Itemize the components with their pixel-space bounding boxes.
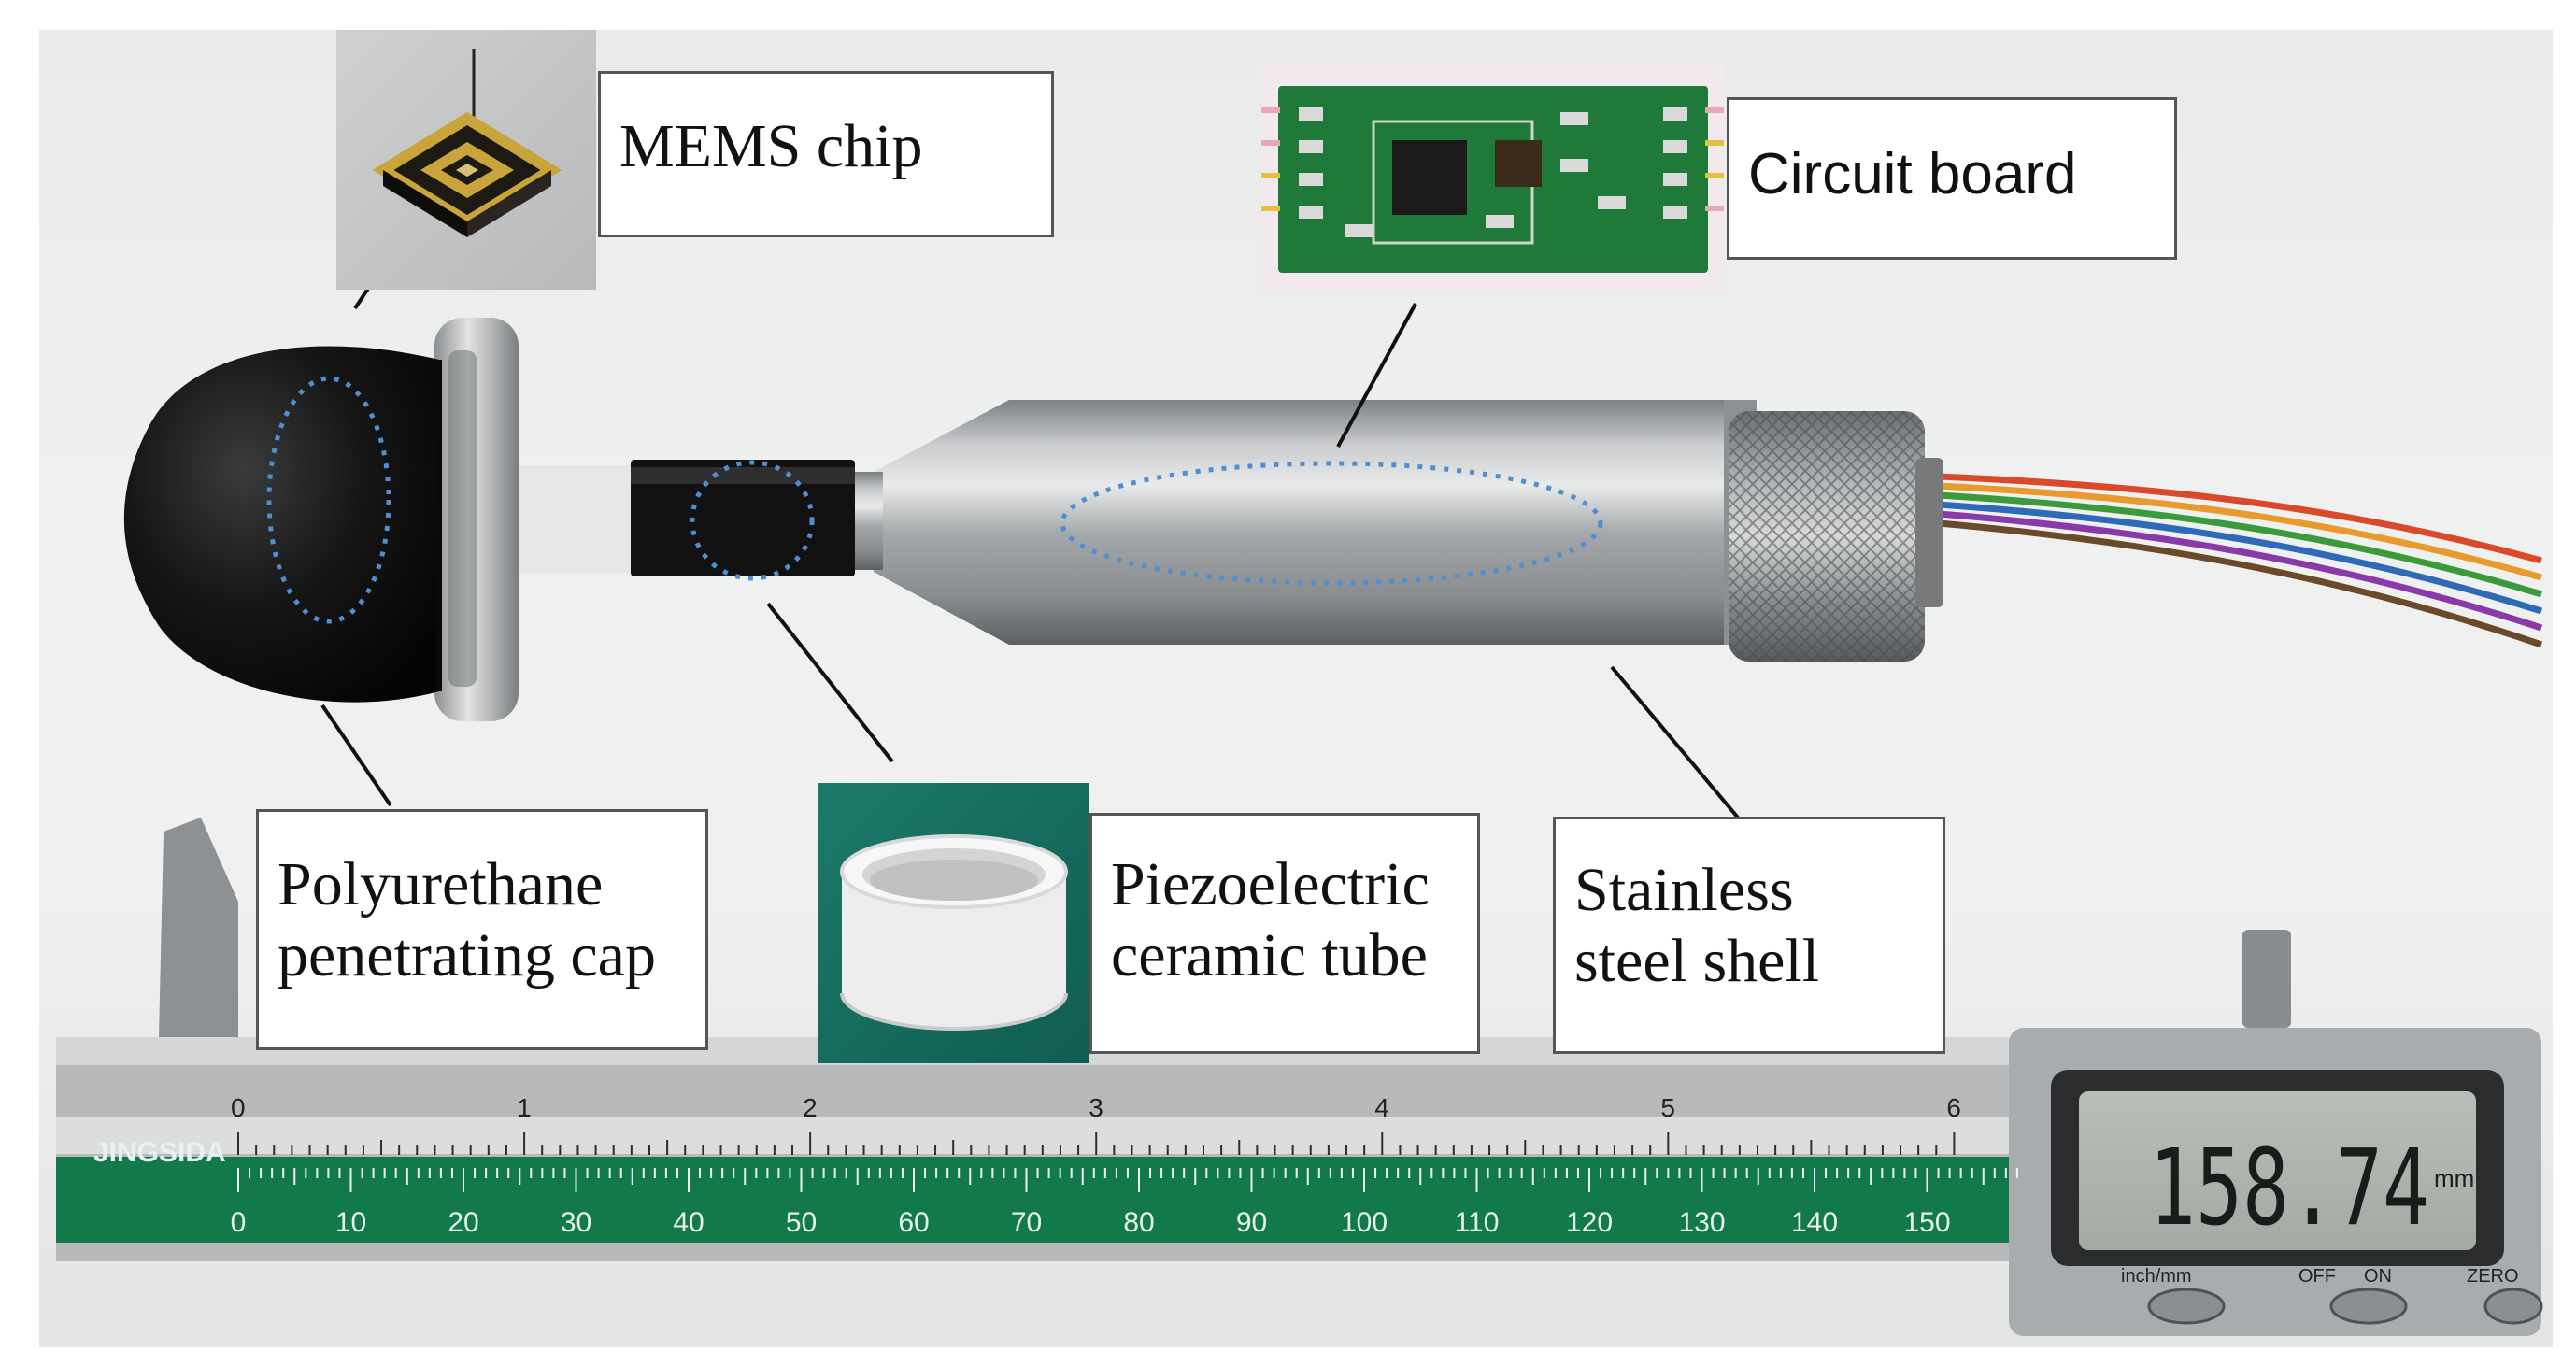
- caliper-button-label: OFF: [2298, 1266, 2336, 1287]
- mems-chip-label: MEMS chip: [598, 71, 1054, 237]
- inch-label: 2: [803, 1093, 818, 1122]
- dotted-highlights: [266, 376, 1603, 624]
- mm-label: 10: [335, 1207, 366, 1238]
- mm-label: 0: [231, 1207, 247, 1238]
- mm-label: 140: [1791, 1207, 1838, 1238]
- piezoelectric-tube-label: Piezoelectric ceramic tube: [1089, 813, 1480, 1054]
- polyurethane-cap-label: Polyurethane penetrating cap: [256, 809, 708, 1050]
- inch-label: 3: [1089, 1093, 1103, 1122]
- circuit-board-image: [1261, 86, 1724, 273]
- mm-label: 110: [1455, 1207, 1500, 1238]
- lcd-screen: [2079, 1091, 2476, 1250]
- piezo-section: [509, 460, 855, 576]
- inch-label: 1: [517, 1093, 532, 1122]
- mm-label: 80: [1123, 1207, 1154, 1238]
- mm-label: 100: [1341, 1207, 1388, 1238]
- caliper-button-label: inch/mm: [2121, 1266, 2192, 1287]
- inch-label: 4: [1374, 1093, 1389, 1122]
- sensor-cable: [1938, 473, 2543, 648]
- cap-highlight: [266, 376, 391, 624]
- ceramic-tube-inset: [818, 783, 1089, 1063]
- piezo-highlight: [690, 460, 815, 581]
- mm-label: 130: [1678, 1207, 1725, 1238]
- mm-label: 150: [1903, 1207, 1950, 1238]
- caliper-button-labels: inch/mm OFF ON ZERO: [2121, 1266, 2519, 1287]
- circuit-board-label: Circuit board: [1727, 97, 2177, 260]
- inch-label: 5: [1660, 1093, 1675, 1122]
- polyurethane-cap: [123, 346, 442, 703]
- mm-scale-labels: 0 10 20 30 40 50 60 70 80 90 100 110 120 130 140 150: [231, 1207, 1951, 1238]
- shell-highlight: [1060, 461, 1603, 586]
- mm-label: 60: [898, 1207, 929, 1238]
- scale-ticks: [237, 1132, 2018, 1192]
- stainless-steel-shell: [846, 400, 1757, 645]
- caliper-button-label: ON: [2364, 1266, 2392, 1287]
- circuit-board-inset: [1261, 65, 1724, 293]
- mm-label: 20: [448, 1207, 478, 1238]
- mems-chip-inset: [336, 30, 596, 290]
- caliper-reading: 158.74: [2149, 1128, 2429, 1249]
- inch-label: 6: [1946, 1093, 1961, 1122]
- mems-chip-image: [372, 49, 562, 237]
- caliper-button-label: ZERO: [2467, 1266, 2519, 1287]
- caliper-brand: JINGSIDA: [93, 1137, 226, 1168]
- mm-label: 70: [1011, 1207, 1042, 1238]
- mm-label: 90: [1236, 1207, 1267, 1238]
- digital-caliper: [56, 818, 2543, 1336]
- knurled-nut: [1729, 411, 1943, 662]
- caliper-unit: mm: [2434, 1164, 2474, 1192]
- inch-label: 0: [231, 1093, 246, 1122]
- mm-label: 40: [673, 1207, 704, 1238]
- stainless-shell-label: Stainless steel shell: [1553, 817, 1945, 1054]
- mm-label: 120: [1566, 1207, 1613, 1238]
- caliper-buttons: [2147, 1288, 2543, 1325]
- inch-scale-labels: 0 1 2 3 4 5 6: [231, 1093, 1961, 1122]
- mm-label: 50: [786, 1207, 817, 1238]
- flange: [434, 318, 519, 721]
- ceramic-tube-image: [818, 783, 1089, 1063]
- mm-label: 30: [561, 1207, 591, 1238]
